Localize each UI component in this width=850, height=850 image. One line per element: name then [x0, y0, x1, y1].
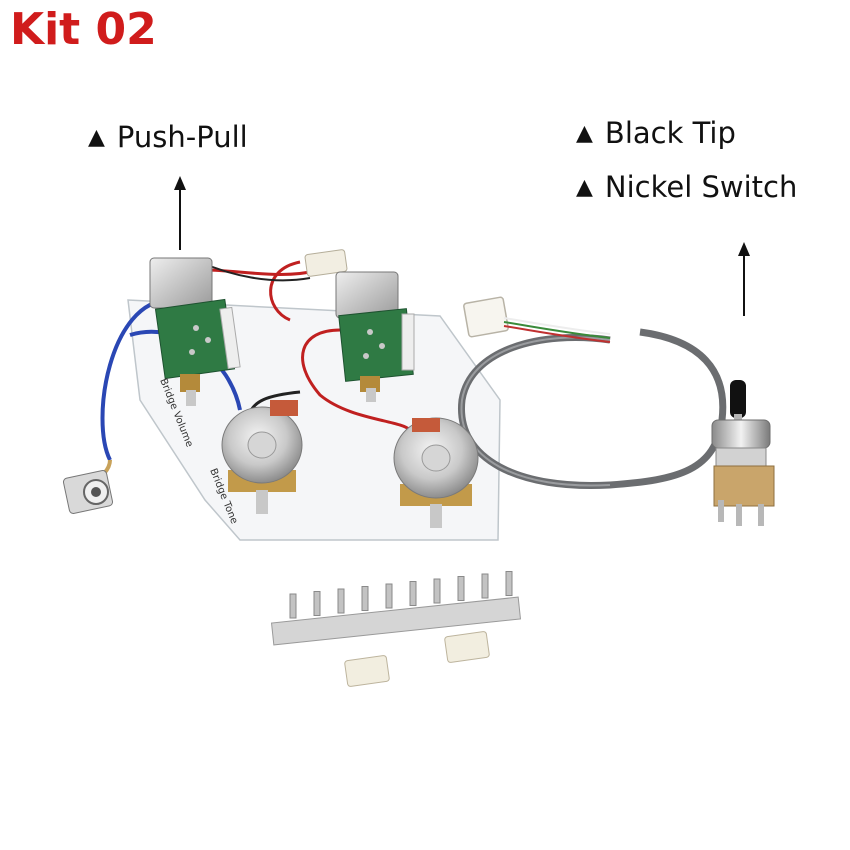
- terminal-pin: [409, 581, 417, 606]
- terminal-pin: [457, 576, 465, 601]
- triangle-marker-icon: ▲: [88, 125, 105, 150]
- toggle-switch: [711, 380, 775, 526]
- terminal-pins: [289, 571, 513, 619]
- terminal-pin: [313, 591, 321, 616]
- terminal-pin: [289, 593, 297, 619]
- terminal-pin: [505, 571, 513, 596]
- kit-title: Kit 02: [10, 4, 157, 55]
- terminal-pin: [481, 573, 489, 599]
- terminal-pin: [361, 586, 369, 611]
- red-wire: [301, 328, 412, 432]
- loose-connector: [344, 655, 390, 687]
- push-pull-label: ▲ Push-Pull: [88, 120, 248, 154]
- terminal-pin: [385, 583, 393, 609]
- loose-connector: [444, 631, 490, 663]
- black-tip-label: ▲ Black Tip: [576, 116, 736, 150]
- nickel-switch-label: ▲ Nickel Switch: [576, 170, 797, 204]
- terminal-pin: [433, 578, 441, 604]
- tone-pot-right: [393, 417, 479, 528]
- push-pull-text: Push-Pull: [116, 120, 248, 154]
- terminal-pin: [337, 588, 345, 614]
- push-pull-pot-left: [149, 257, 241, 406]
- output-jack: [62, 459, 114, 514]
- top-connector: [304, 249, 348, 277]
- arrow-up-icon: [174, 176, 186, 250]
- arrow-up-icon: [738, 242, 750, 316]
- triangle-marker-icon: ▲: [576, 175, 593, 200]
- grey-cable-highlight: [460, 336, 611, 487]
- black-tip-text: Black Tip: [604, 116, 736, 150]
- triangle-marker-icon: ▲: [576, 121, 593, 146]
- blue-wire: [100, 298, 171, 461]
- switch-connector: [463, 296, 611, 343]
- terminal-strip: [270, 596, 522, 646]
- red-wire: [269, 260, 301, 322]
- nickel-switch-text: Nickel Switch: [604, 170, 798, 204]
- push-pull-pot-right: [335, 271, 415, 402]
- tone-pot-left: [221, 400, 303, 514]
- grey-cable: [458, 328, 727, 490]
